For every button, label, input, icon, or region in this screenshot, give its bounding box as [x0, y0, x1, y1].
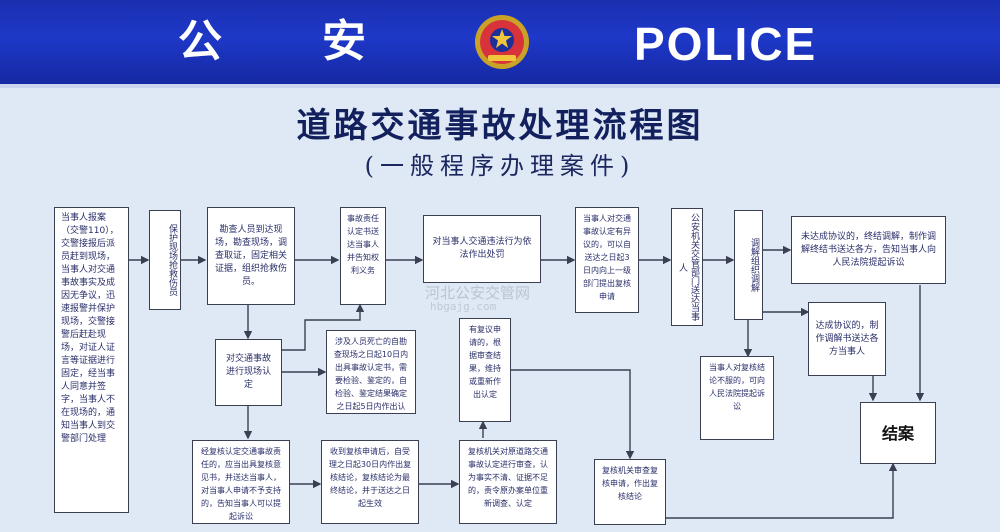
scene-determination-box: 对交通事故进行现场认定: [215, 339, 282, 406]
banner-char-an: 安: [322, 16, 366, 67]
bottom-review-opinion-box: 经复核认定交通事故责任的，应当出具复核意见书，并送达当事人，对当事人申请不予支持…: [192, 440, 290, 524]
banner-char-gong: 公: [178, 16, 222, 67]
case-closed-box: 结案: [860, 402, 936, 464]
no-agreement-box: 未达成协议的，终结调解，制作调解终结书送达各方，告知当事人向人民法院提起诉讼: [791, 216, 946, 284]
review-request-box: 当事人对交通事故认定有异议的，可以自送达之日起3日内向上一级部门提出复核申请: [575, 207, 639, 313]
page-title: 道路交通事故处理流程图: [296, 106, 704, 146]
remedy-box: 当事人对复核结论不服的，可向人民法院提起诉讼: [700, 356, 774, 440]
watermark-url: hbgajg.com: [430, 300, 497, 313]
bottom-reinvestigate-box: 复核机关对原道路交通事故认定进行审查，认为事实不清、证据不足的，责令原办案单位重…: [459, 440, 557, 524]
review-conclusion-box: 复核机关审查复核申请，作出复核结论: [594, 459, 666, 525]
decide-review-box: 有复议申请的，根据审查结果，维持或重新作出认定: [459, 318, 511, 422]
responsibility-box: 事故责任认定书送达当事人并告知权利义务: [340, 207, 386, 305]
report-box: 当事人报案（交警110），交警接报后派员赶到现场，当事人对交通事故事实及成因无争…: [54, 207, 129, 513]
police-emblem-icon: [475, 15, 529, 69]
scene-survey-box: 勘查人员到达现场，勘查现场，调查取证，固定相关证据，组织抢救伤员。: [207, 207, 295, 305]
protect-scene-box: 保护现场抢救伤员: [149, 210, 181, 310]
mediation-box: 调解组织调解: [734, 210, 763, 320]
page-subtitle: (一般程序办理案件): [364, 152, 636, 180]
bottom-review-deadline-box: 收到复核申请后，自受理之日起30日内作出复核结论，复核结论为最终结论，并于送达之…: [321, 440, 419, 524]
police-banner: 公 安 POLICE: [0, 0, 1000, 88]
public-notice-box: 公安机关交管部门送达当事人: [671, 208, 703, 326]
banner-police-text: POLICE: [634, 18, 818, 70]
decision-issue-box: 对当事人交通违法行为依法作出处罚: [423, 215, 541, 283]
mediation-result-box: 达成协议的，制作调解书送达各方当事人: [808, 302, 886, 376]
conditions-box: 涉及人员死亡的自勘查现场之日起10日内出具事故认定书，需要检验、鉴定的，自检验、…: [326, 330, 416, 414]
watermark-text: 河北公安交管网: [425, 284, 531, 302]
